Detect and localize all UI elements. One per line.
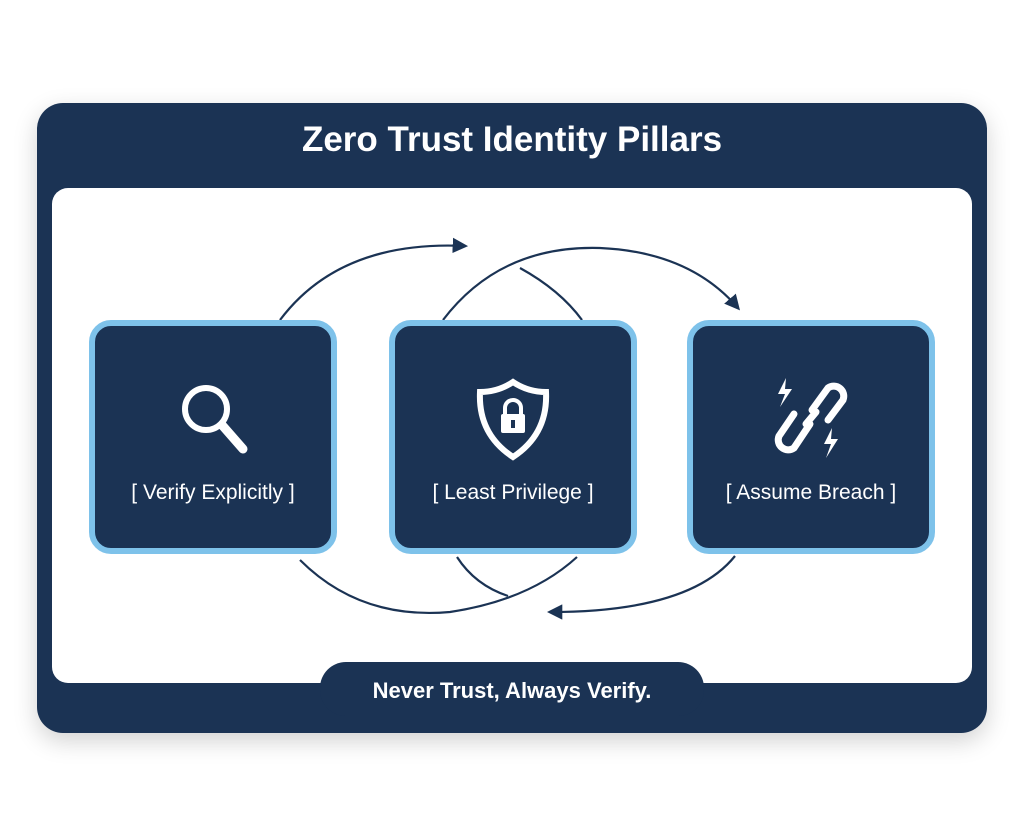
arrow-verify-to-privilege — [279, 237, 469, 321]
pillar-label: [ Assume Breach ] — [725, 481, 897, 504]
arc-bottom-left — [299, 556, 578, 614]
pillar-card-assume-breach: [ Assume Breach ] — [687, 320, 935, 554]
arrow-breach-to-verify — [546, 555, 736, 620]
arc-inner-top — [519, 267, 583, 321]
arc-inner-bottom — [456, 556, 509, 598]
pillar-label: [ Least Privilege ] — [432, 481, 594, 504]
shield-lock-icon — [395, 374, 631, 461]
magnifier-icon — [95, 374, 331, 454]
diagram-title: Zero Trust Identity Pillars — [301, 120, 723, 159]
arrow-privilege-to-breach — [442, 246, 741, 321]
pillar-label: [ Verify Explicitly ] — [131, 481, 295, 504]
pillar-card-least-privilege: [ Least Privilege ] — [389, 320, 637, 554]
footer-motto: Never Trust, Always Verify. — [320, 662, 704, 716]
pillar-card-verify-explicitly: [ Verify Explicitly ] — [89, 320, 337, 554]
broken-chain-icon — [693, 374, 929, 458]
